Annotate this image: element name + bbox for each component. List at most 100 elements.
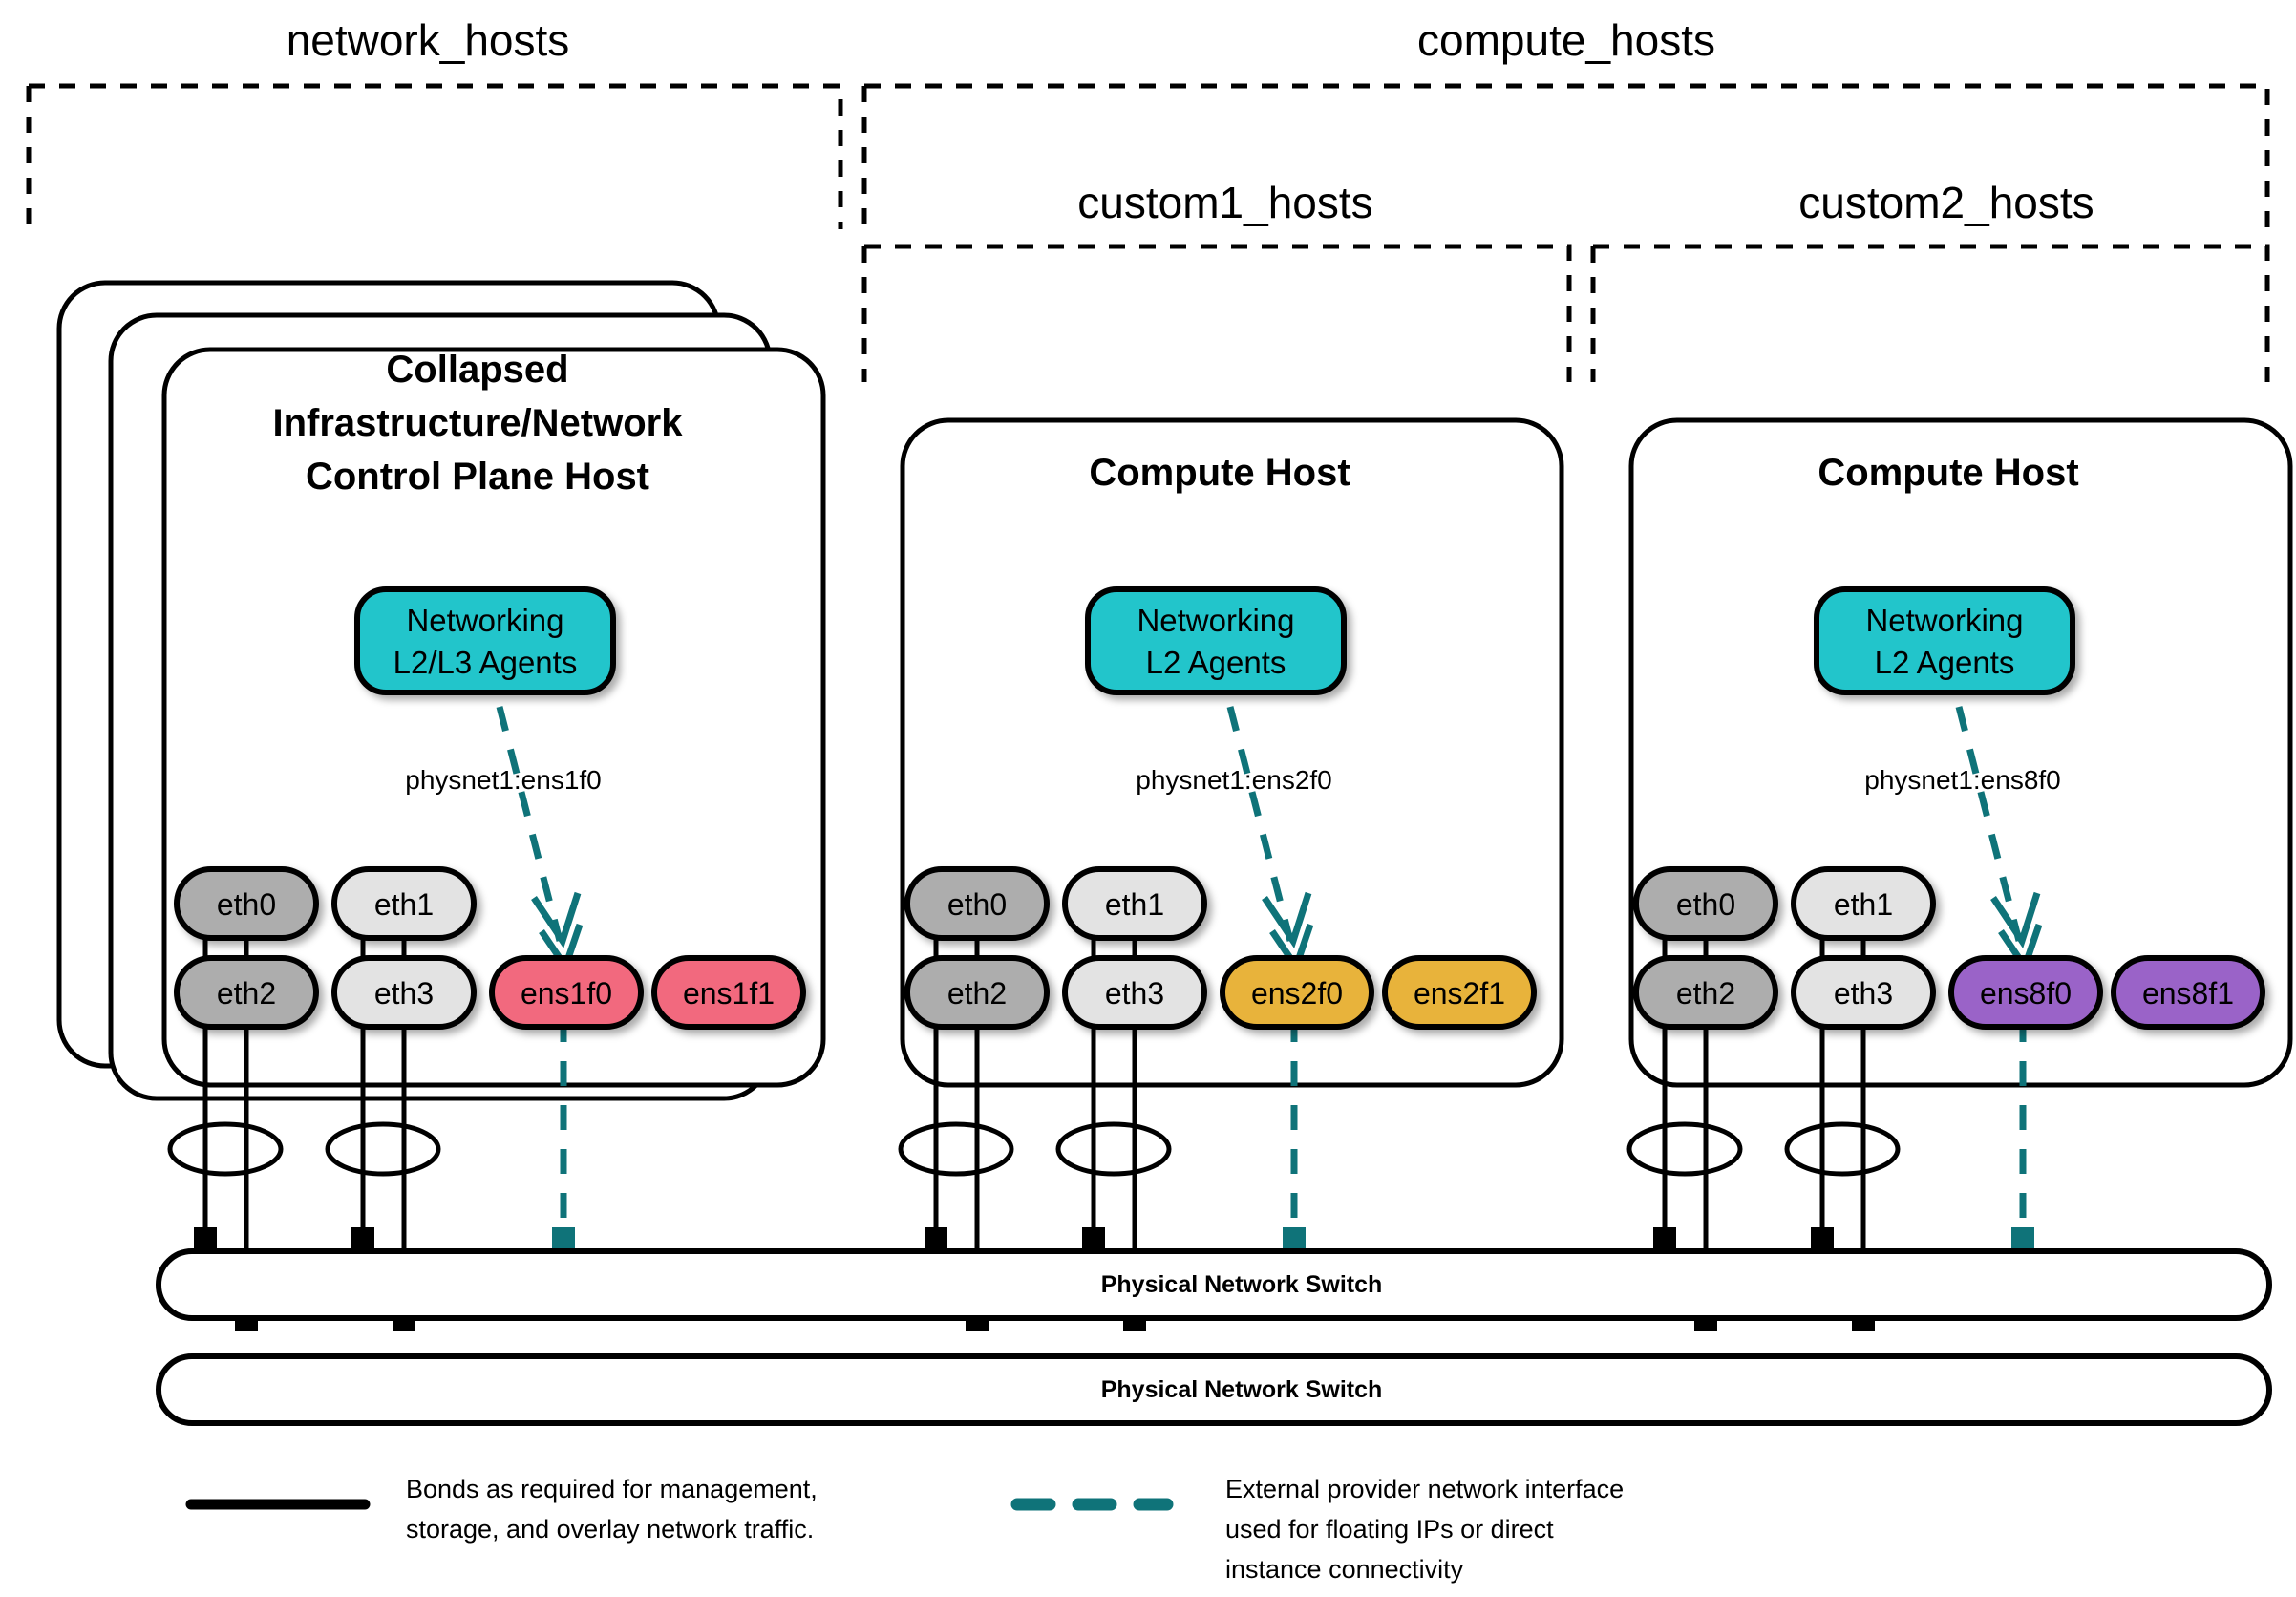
nic-pill-eth1-rect [1062, 866, 1207, 941]
agents-box-compute-1[interactable] [1085, 586, 1347, 695]
nic-pill-eth2[interactable] [1633, 955, 1778, 1030]
legend-bonds: Bonds as required for management, storag… [185, 1475, 818, 1544]
nic-label-ens1f1: ens1f1 [683, 976, 775, 1011]
nic-pill-eth0[interactable] [1633, 866, 1778, 941]
agents-box-control-plane[interactable] [354, 586, 616, 695]
nic-pill-eth0-rect [174, 866, 319, 941]
host-title-line-3: Control Plane Host [306, 456, 649, 498]
nic-label-eth0: eth0 [217, 887, 276, 922]
bond-symbol-1 [898, 1121, 1014, 1177]
nic-label-eth3: eth3 [1834, 976, 1893, 1011]
legend-provider-line-1: External provider network interface [1225, 1475, 1624, 1503]
nic-pill-ens8f0-rect [1948, 955, 2103, 1030]
nic-pill-eth2-rect [1633, 955, 1778, 1030]
nic-pill-eth3-rect [1791, 955, 1936, 1030]
compute-hosts-boundary [864, 83, 2270, 229]
switch-top-pill [156, 1248, 2272, 1321]
group-compute-hosts: compute_hosts [861, 15, 2270, 229]
nic-label-eth0: eth0 [1676, 887, 1735, 922]
physnet-label-compute-1: physnet1:ens2f0 [1136, 765, 1332, 795]
network-hosts-boundary [29, 83, 843, 229]
nic-pill-eth1[interactable] [1791, 866, 1936, 941]
custom2-hosts-boundary [1593, 244, 2270, 382]
bond-symbol-1 [167, 1121, 284, 1177]
nic-pill-eth2[interactable] [174, 955, 319, 1030]
nic-pill-eth2[interactable] [904, 955, 1050, 1030]
nic-pill-ens8f1[interactable] [2111, 955, 2265, 1030]
nic-pill-eth1[interactable] [331, 866, 477, 941]
agents-label-line-2: L2 Agents [1875, 645, 2015, 680]
switch-top-label: Physical Network Switch [1101, 1271, 1383, 1298]
nic-label-ens8f1: ens8f1 [2142, 976, 2234, 1011]
legend-bonds-line-2: storage, and overlay network traffic. [406, 1515, 814, 1544]
legend-bonds-line-1: Bonds as required for management, [406, 1475, 818, 1503]
bond-symbol-2 [1784, 1121, 1901, 1177]
nic-pill-eth0[interactable] [174, 866, 319, 941]
nic-pill-ens2f0-rect [1220, 955, 1374, 1030]
nic-pill-eth3[interactable] [331, 955, 477, 1030]
agents-label-line-2: L2/L3 Agents [393, 645, 578, 680]
legend-provider: External provider network interface used… [1010, 1475, 1624, 1584]
host-title-line-2: Infrastructure/Network [273, 402, 684, 444]
host-card-control-plane-host[interactable]: Collapsed Infrastructure/Network Control… [56, 280, 826, 1331]
group-custom1-hosts: custom1_hosts [861, 178, 1572, 382]
group-label-network-hosts: network_hosts [287, 15, 570, 65]
nic-label-eth2: eth2 [947, 976, 1007, 1011]
nic-label-ens2f0: ens2f0 [1251, 976, 1343, 1011]
nic-pill-eth3[interactable] [1062, 955, 1207, 1030]
nic-pill-eth2-rect [904, 955, 1050, 1030]
nic-pill-eth1[interactable] [1062, 866, 1207, 941]
nic-label-eth3: eth3 [1105, 976, 1164, 1011]
nic-label-ens2f1: ens2f1 [1414, 976, 1505, 1011]
custom1-hosts-boundary [864, 244, 1572, 382]
physical-network-switch-bottom[interactable]: Physical Network Switch [156, 1353, 2272, 1426]
nic-pill-eth3-rect [331, 955, 477, 1030]
group-label-custom1-hosts: custom1_hosts [1077, 178, 1372, 227]
nic-pill-ens1f1[interactable] [651, 955, 806, 1030]
agents-box-rect [354, 586, 616, 695]
nic-pill-eth2-rect [174, 955, 319, 1030]
nic-pill-ens2f1[interactable] [1382, 955, 1537, 1030]
nic-label-eth1: eth1 [1105, 887, 1164, 922]
agents-label-line-1: Networking [1137, 603, 1294, 638]
bond-symbol-1 [1626, 1121, 1743, 1177]
nic-pill-eth3[interactable] [1791, 955, 1936, 1030]
group-custom2-hosts: custom2_hosts [1590, 178, 2270, 382]
legend-provider-line-3: instance connectivity [1225, 1555, 1464, 1584]
agents-box-rect [1085, 586, 1347, 695]
nic-pill-ens1f0[interactable] [489, 955, 644, 1030]
nic-pill-ens2f0[interactable] [1220, 955, 1374, 1030]
nic-pill-eth0[interactable] [904, 866, 1050, 941]
agents-box-compute-2[interactable] [1814, 586, 2075, 695]
agents-label-line-2: L2 Agents [1146, 645, 1286, 680]
host-card-front [161, 347, 826, 1088]
nic-label-eth2: eth2 [1676, 976, 1735, 1011]
legend-provider-line-2: used for floating IPs or direct [1225, 1515, 1554, 1544]
nic-pill-ens8f1-rect [2111, 955, 2265, 1030]
group-label-custom2-hosts: custom2_hosts [1798, 178, 2094, 227]
nic-pill-ens1f1-rect [651, 955, 806, 1030]
nic-pill-ens8f0[interactable] [1948, 955, 2103, 1030]
group-label-compute-hosts: compute_hosts [1417, 15, 1715, 65]
nic-label-eth0: eth0 [947, 887, 1007, 922]
physical-network-switch-top[interactable]: Physical Network Switch [156, 1248, 2272, 1321]
switch-bottom-label: Physical Network Switch [1101, 1376, 1383, 1403]
nic-label-eth2: eth2 [217, 976, 276, 1011]
nic-pill-eth0-rect [904, 866, 1050, 941]
host-card-compute-host-1[interactable]: Compute Host Networking L2 Agents physne… [898, 417, 1564, 1331]
host-card-compute-host-2[interactable]: Compute Host Networking L2 Agents physne… [1626, 417, 2293, 1331]
bond-symbol-2 [325, 1121, 441, 1177]
host-title-line-1: Collapsed [386, 349, 568, 391]
nic-pill-ens1f0-rect [489, 955, 644, 1030]
nic-pill-eth1-rect [1791, 866, 1936, 941]
nic-pill-ens2f1-rect [1382, 955, 1537, 1030]
switch-bottom-pill [156, 1353, 2272, 1426]
agents-label-line-1: Networking [406, 603, 563, 638]
physnet-label-control-plane: physnet1:ens1f0 [405, 765, 602, 795]
physnet-label-compute-2: physnet1:ens8f0 [1864, 765, 2061, 795]
host-title-line-1: Compute Host [1089, 452, 1350, 494]
nic-label-eth1: eth1 [1834, 887, 1893, 922]
nic-label-ens8f0: ens8f0 [1980, 976, 2072, 1011]
